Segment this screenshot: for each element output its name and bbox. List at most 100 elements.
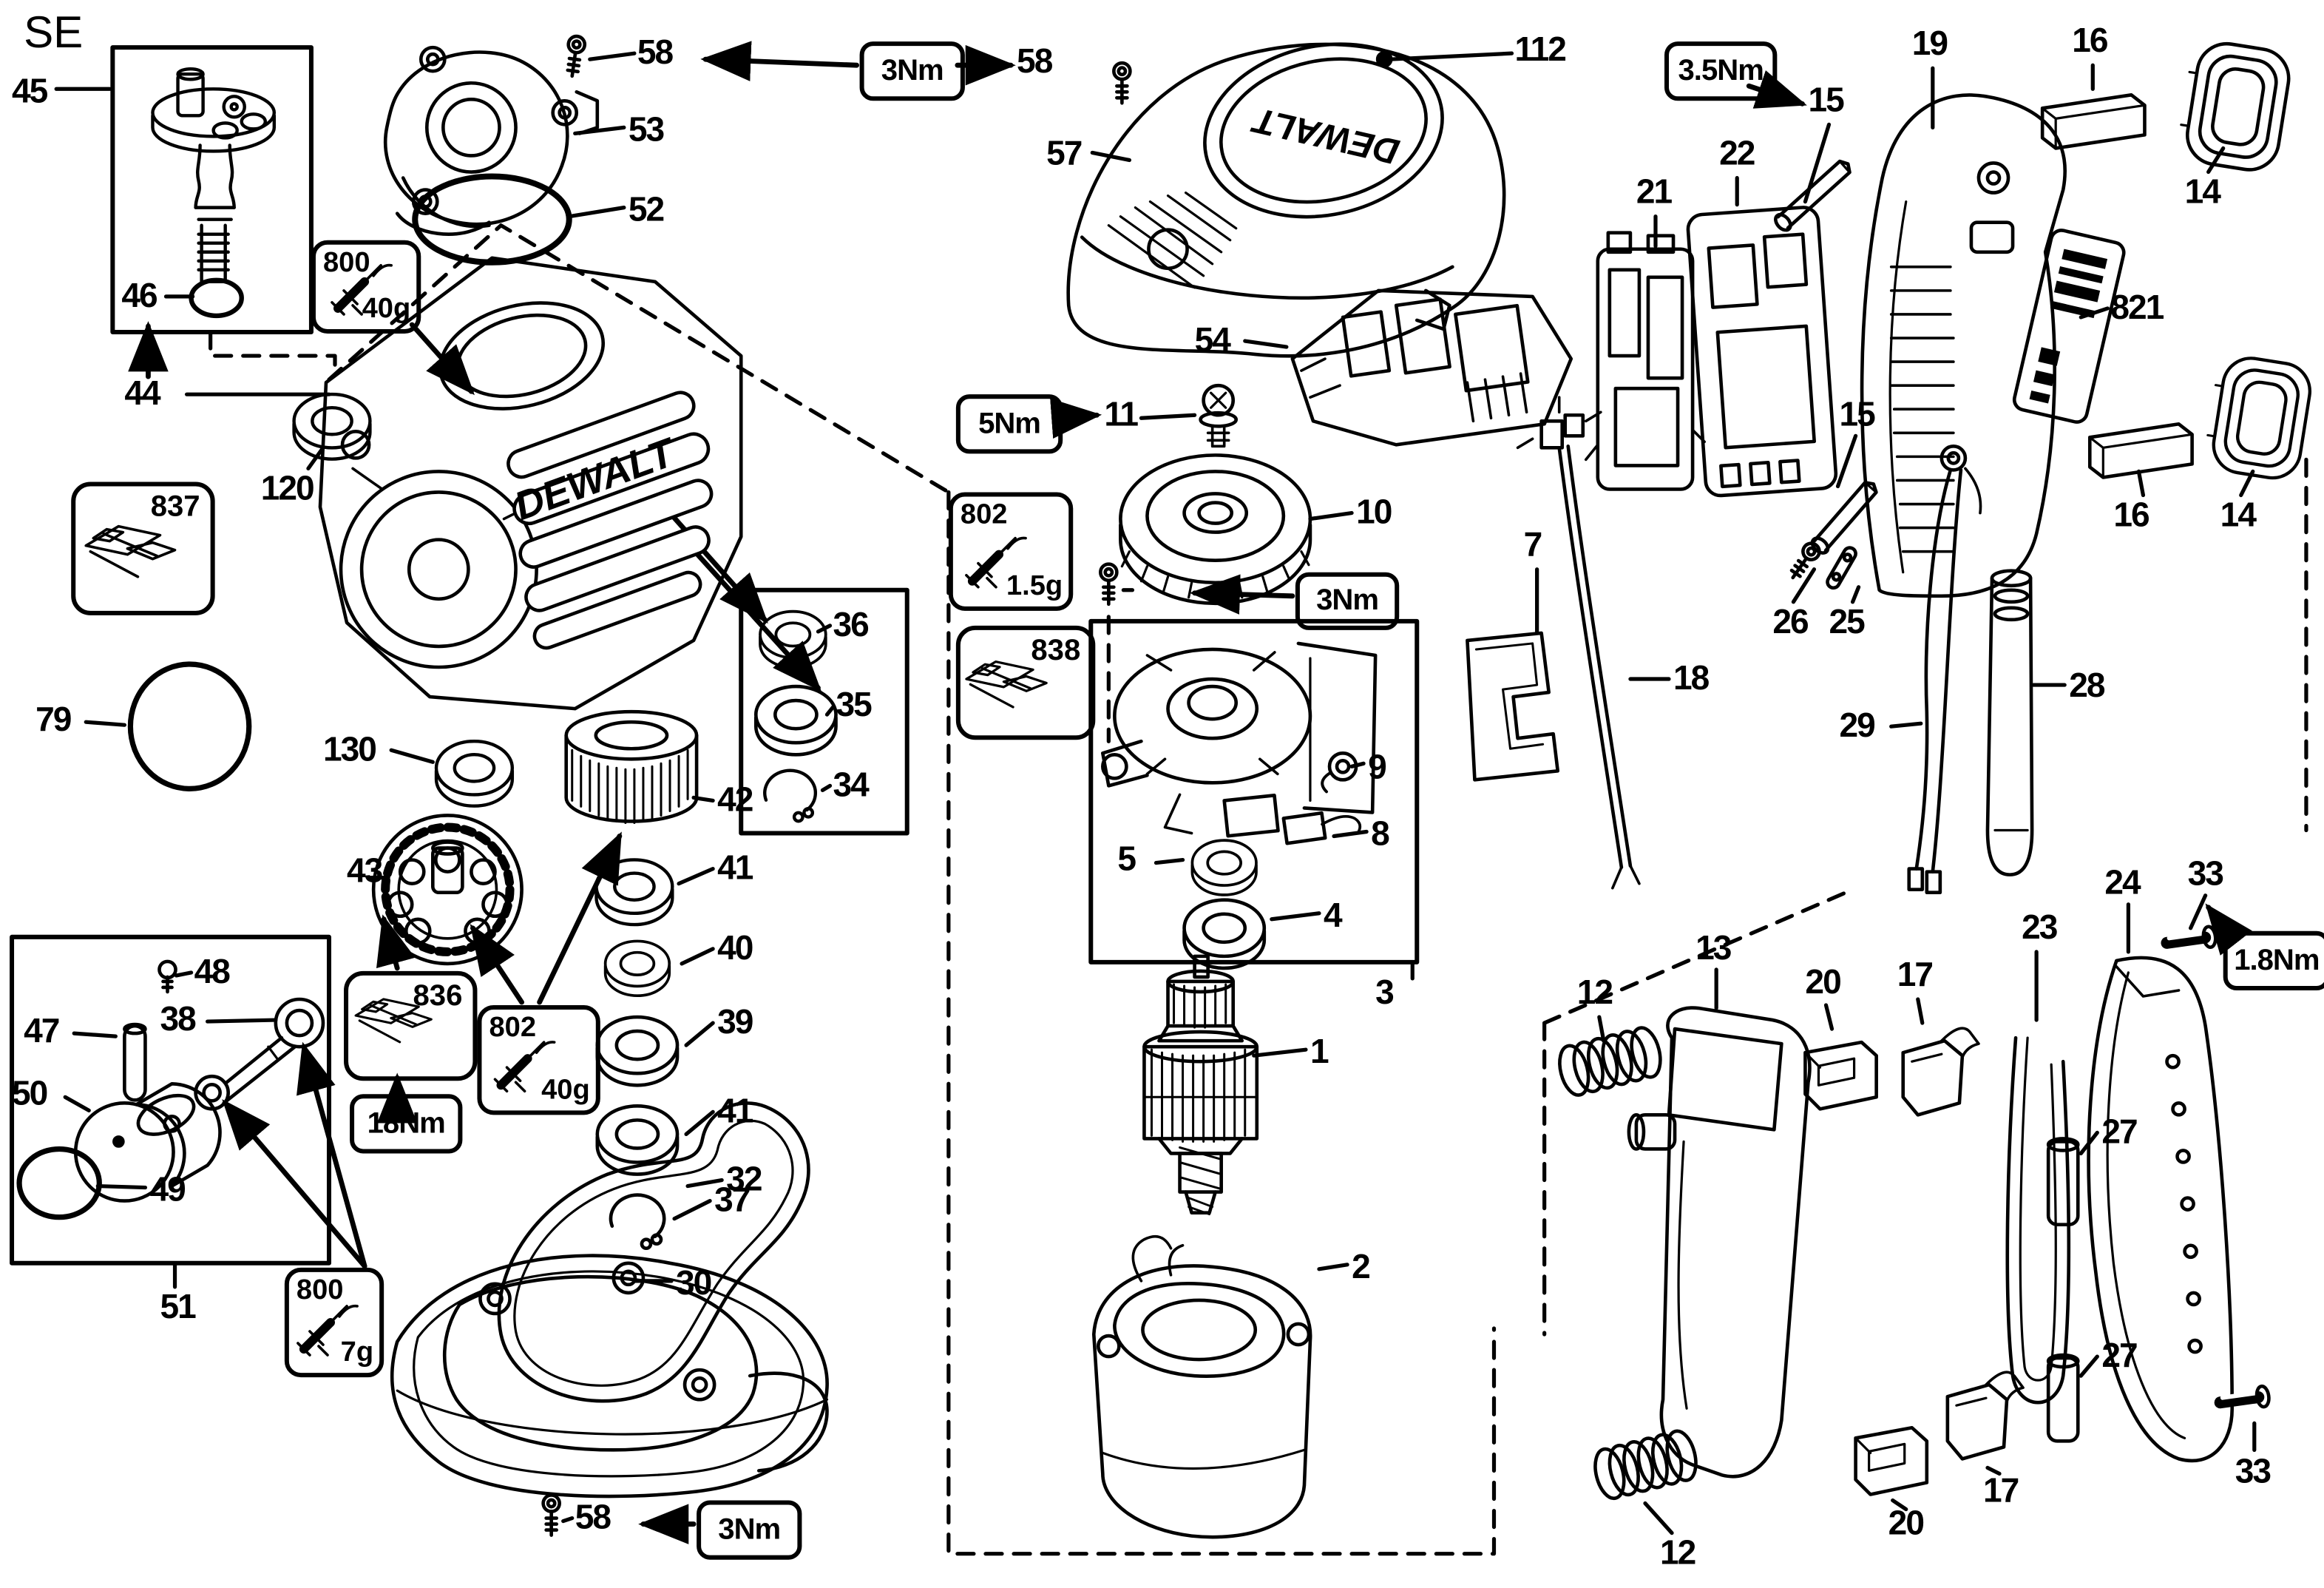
adhesive-amount: 1.5g: [1006, 570, 1063, 602]
part-callout-14: 14: [2184, 172, 2221, 211]
gasket-32: [497, 1101, 810, 1403]
reference-box-837: 837: [71, 482, 215, 615]
language-code: SE: [24, 9, 84, 58]
part-callout-29: 29: [1839, 706, 1876, 745]
box-spindle-45: [110, 45, 314, 335]
pin-15-mid: [1810, 481, 1878, 555]
lead-wires-29: [1907, 445, 1982, 894]
clutch-gear-42: [564, 709, 699, 824]
part-callout-46: 46: [121, 275, 157, 314]
part-callout-30: 30: [676, 1263, 712, 1302]
part-callout-12: 12: [1659, 1533, 1696, 1572]
cord-protector-28: [1985, 569, 2034, 876]
part-callout-58: 58: [1017, 41, 1053, 81]
part-callout-53: 53: [628, 109, 665, 149]
torque-label-3_5Nm: 3.5Nm: [1664, 41, 1778, 101]
part-callout-35: 35: [836, 685, 873, 724]
part-callout-5: 5: [1117, 839, 1136, 878]
handle-back-24: [2087, 956, 2235, 1463]
adhesive-label-802-1.5g: 802 1.5g: [948, 492, 1074, 611]
screw-48: [157, 959, 177, 994]
part-callout-1: 1: [1310, 1032, 1329, 1071]
part-callout-40: 40: [717, 928, 753, 967]
wrist-pin-47: [123, 1022, 147, 1102]
part-callout-41: 41: [717, 1091, 753, 1130]
part-callout-11: 11: [1104, 394, 1139, 433]
torque-label-3Nm: 3Nm: [859, 41, 965, 101]
box-baffle-3: [1088, 618, 1420, 964]
o-ring-52: [412, 173, 572, 266]
o-ring-79: [127, 661, 252, 791]
part-callout-27: 27: [2101, 1112, 2138, 1151]
part-callout-20: 20: [1888, 1503, 1925, 1542]
spur-gear-43: [371, 814, 524, 966]
housing-half-19: [1860, 93, 2067, 598]
part-callout-3: 3: [1375, 972, 1395, 1012]
part-callout-26: 26: [1772, 601, 1809, 641]
logo-dot-112: [1375, 50, 1393, 68]
reference-box-836: 836: [344, 970, 478, 1081]
part-callout-22: 22: [1719, 133, 1755, 172]
part-callout-32: 32: [726, 1159, 762, 1198]
part-callout-14: 14: [2220, 495, 2257, 534]
torque-label-1_8Nm: 1.8Nm: [2223, 930, 2324, 990]
part-callout-15: 15: [1808, 80, 1844, 119]
wire-loop-23: [2005, 1035, 2071, 1405]
part-callout-7: 7: [1523, 524, 1543, 564]
electronics-module-54: [1290, 288, 1573, 447]
adhesive-amount: 40g: [362, 293, 411, 325]
box-bearings-34-36: [739, 587, 909, 836]
part-callout-20: 20: [1805, 962, 1841, 1001]
part-callout-28: 28: [2069, 666, 2105, 705]
trigger-handle-13: [1627, 1006, 1812, 1479]
part-callout-130: 130: [322, 729, 377, 768]
part-callout-58: 58: [637, 33, 674, 72]
part-callout-112: 112: [1514, 30, 1567, 69]
torque-label-18Nm: 18Nm: [350, 1094, 463, 1154]
part-callout-37: 37: [714, 1180, 751, 1219]
adhesive-code: 802: [960, 499, 1008, 531]
field-2: [1091, 1234, 1312, 1539]
reference-box-838: 838: [955, 625, 1096, 740]
part-callout-13: 13: [1695, 928, 1732, 967]
part-callout-4: 4: [1323, 895, 1343, 934]
part-callout-38: 38: [160, 999, 196, 1038]
box-piston-51: [10, 934, 331, 1266]
adhesive-code: 802: [489, 1013, 537, 1044]
part-callout-25: 25: [1829, 601, 1866, 641]
brush-spring-9: [1321, 751, 1358, 794]
part-callout-27: 27: [2101, 1336, 2138, 1375]
gear-housing-44: DEWALT: [318, 256, 743, 711]
part-callout-58: 58: [575, 1497, 612, 1536]
part-callout-24: 24: [2104, 862, 2141, 902]
part-callout-16: 16: [2072, 21, 2108, 60]
pin-15-top: [1774, 159, 1852, 232]
part-callout-18: 18: [1673, 658, 1710, 697]
part-callout-8: 8: [1371, 814, 1390, 853]
part-callout-21: 21: [1636, 172, 1673, 211]
part-callout-33: 33: [2187, 854, 2224, 893]
part-callout-43: 43: [347, 851, 383, 890]
boundary-dashes: [209, 223, 2308, 1556]
module-21: [1584, 231, 1706, 491]
part-callout-17: 17: [1982, 1470, 2019, 1510]
part-callout-2: 2: [1352, 1246, 1371, 1285]
spindle-assembly: [151, 67, 277, 319]
reference-code: 836: [413, 979, 463, 1013]
part-callout-42: 42: [717, 780, 753, 819]
part-callout-47: 47: [24, 1011, 60, 1050]
part-callout-15: 15: [1839, 394, 1876, 433]
adhesive-code: 800: [322, 247, 370, 279]
bottom-cover-30: [390, 1254, 829, 1499]
sleeve-27-bottom: [2046, 1353, 2080, 1443]
part-callout-52: 52: [628, 189, 665, 229]
module-22: [1686, 206, 1838, 498]
gear-case-cover-53: [383, 45, 600, 236]
part-callout-33: 33: [2235, 1451, 2272, 1490]
